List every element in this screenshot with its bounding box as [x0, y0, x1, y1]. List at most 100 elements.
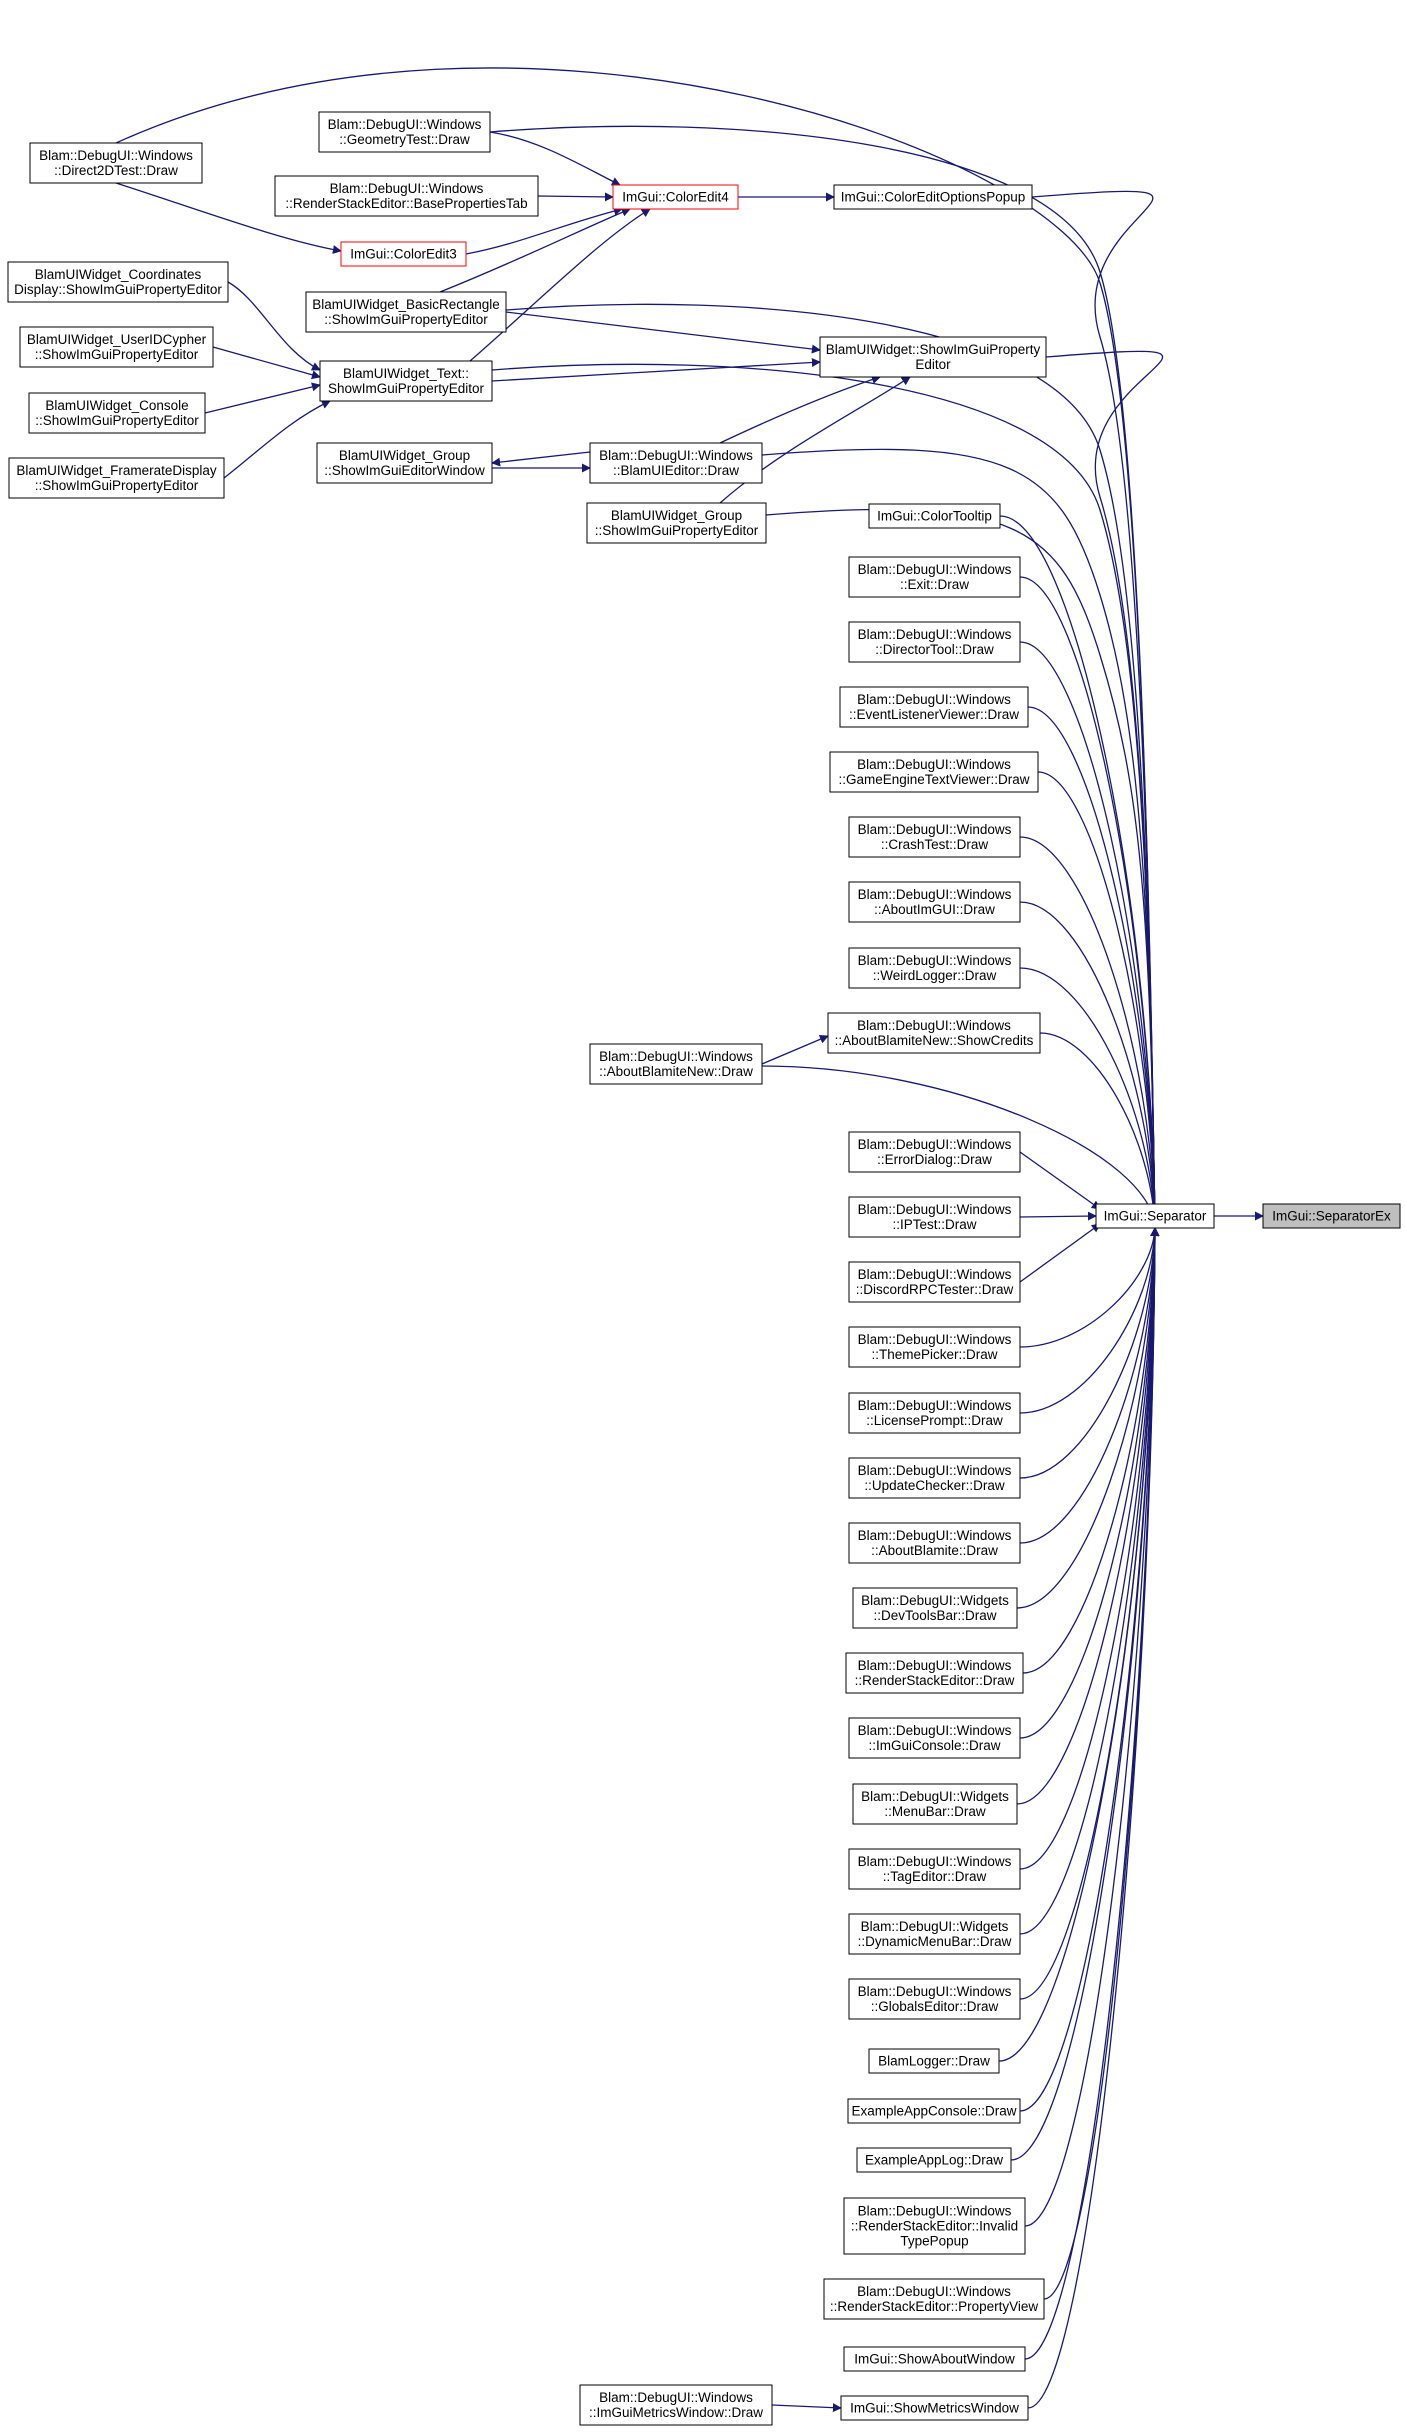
node-box[interactable]: [845, 1652, 1024, 1694]
node-propertyview[interactable]: Blam::DebugUI::Windows::RenderStackEdito…: [823, 2278, 1045, 2320]
node-eventlistener[interactable]: Blam::DebugUI::Windows::EventListenerVie…: [839, 686, 1029, 728]
node-aboutimgui[interactable]: Blam::DebugUI::Windows::AboutImGUI::Draw: [848, 881, 1021, 923]
node-console[interactable]: BlamUIWidget_Console::ShowImGuiPropertyE…: [28, 392, 206, 434]
node-weirdlogger[interactable]: Blam::DebugUI::Windows::WeirdLogger::Dra…: [848, 947, 1021, 989]
node-exlog[interactable]: ExampleAppLog::Draw: [856, 2147, 1012, 2173]
node-discord[interactable]: Blam::DebugUI::Windows::DiscordRPCTester…: [848, 1261, 1021, 1303]
node-box[interactable]: [848, 881, 1021, 923]
node-direct2d[interactable]: Blam::DebugUI::Windows::Direct2DTest::Dr…: [29, 142, 203, 184]
node-box[interactable]: [829, 751, 1039, 793]
node-box[interactable]: [318, 111, 491, 153]
node-box[interactable]: [848, 1522, 1021, 1564]
node-box[interactable]: [612, 184, 739, 210]
node-box[interactable]: [848, 1131, 1021, 1173]
node-devtools[interactable]: Blam::DebugUI::Widgets::DevToolsBar::Dra…: [852, 1587, 1018, 1629]
node-blamlogger[interactable]: BlamLogger::Draw: [868, 2048, 1000, 2074]
node-box[interactable]: [868, 503, 1001, 529]
node-framerate[interactable]: BlamUIWidget_FramerateDisplay::ShowImGui…: [8, 457, 225, 499]
node-rsedraw[interactable]: Blam::DebugUI::Windows::RenderStackEdito…: [845, 1652, 1024, 1694]
node-box[interactable]: [848, 1913, 1021, 1955]
node-text[interactable]: BlamUIWidget_Text::ShowImGuiPropertyEdit…: [319, 360, 493, 402]
node-box[interactable]: [586, 502, 767, 544]
node-box[interactable]: [856, 2147, 1012, 2173]
node-metricswindow[interactable]: ImGui::ShowMetricsWindow: [840, 2395, 1029, 2421]
node-colortooltip[interactable]: ImGui::ColorTooltip: [868, 503, 1001, 529]
node-box[interactable]: [839, 686, 1029, 728]
node-box[interactable]: [589, 1043, 763, 1085]
node-box[interactable]: [833, 184, 1033, 210]
node-box[interactable]: [29, 142, 203, 184]
node-coords[interactable]: BlamUIWidget_CoordinatesDisplay::ShowImG…: [7, 261, 229, 303]
node-box[interactable]: [848, 1326, 1021, 1368]
node-box[interactable]: [852, 1783, 1018, 1825]
node-exit[interactable]: Blam::DebugUI::Windows::Exit::Draw: [848, 556, 1021, 598]
node-invalidtype[interactable]: Blam::DebugUI::Windows::RenderStackEdito…: [843, 2197, 1026, 2255]
node-box[interactable]: [848, 1848, 1021, 1890]
node-iptest[interactable]: Blam::DebugUI::Windows::IPTest::Draw: [848, 1196, 1021, 1238]
node-globals[interactable]: Blam::DebugUI::Windows::GlobalsEditor::D…: [848, 1978, 1021, 2020]
node-box[interactable]: [848, 1261, 1021, 1303]
node-box[interactable]: [848, 816, 1021, 858]
node-showprop[interactable]: BlamUIWidget::ShowImGuiPropertyEditor: [819, 336, 1047, 378]
node-box[interactable]: [848, 556, 1021, 598]
node-box[interactable]: [7, 261, 229, 303]
node-imguiconsole[interactable]: Blam::DebugUI::Windows::ImGuiConsole::Dr…: [848, 1717, 1021, 1759]
node-errordialog[interactable]: Blam::DebugUI::Windows::ErrorDialog::Dra…: [848, 1131, 1021, 1173]
node-box[interactable]: [852, 1587, 1018, 1629]
node-box[interactable]: [8, 457, 225, 499]
node-box[interactable]: [19, 326, 214, 368]
node-box[interactable]: [1095, 1203, 1215, 1229]
node-basicrect[interactable]: BlamUIWidget_BasicRectangle::ShowImGuiPr…: [305, 291, 507, 333]
node-baseprops[interactable]: Blam::DebugUI::Windows::RenderStackEdito…: [274, 175, 539, 217]
node-box[interactable]: [868, 2048, 1000, 2074]
node-uieditor[interactable]: Blam::DebugUI::Windows::BlamUIEditor::Dr…: [589, 442, 763, 484]
node-box[interactable]: [28, 392, 206, 434]
node-crashtest[interactable]: Blam::DebugUI::Windows::CrashTest::Draw: [848, 816, 1021, 858]
node-geometry[interactable]: Blam::DebugUI::Windows::GeometryTest::Dr…: [318, 111, 491, 153]
node-box[interactable]: [316, 442, 493, 484]
node-groupprop[interactable]: BlamUIWidget_Group::ShowImGuiPropertyEdi…: [586, 502, 767, 544]
node-groupwin[interactable]: BlamUIWidget_Group::ShowImGuiEditorWindo…: [316, 442, 493, 484]
node-aboutwindow[interactable]: ImGui::ShowAboutWindow: [843, 2346, 1026, 2372]
node-exconsole[interactable]: ExampleAppConsole::Draw: [847, 2098, 1021, 2124]
node-gameengine[interactable]: Blam::DebugUI::Windows::GameEngineTextVi…: [829, 751, 1039, 793]
node-dynmenubar[interactable]: Blam::DebugUI::Widgets::DynamicMenuBar::…: [848, 1913, 1021, 1955]
node-coloredit3[interactable]: ImGui::ColorEdit3: [340, 241, 467, 267]
node-box[interactable]: [848, 1457, 1021, 1499]
node-box[interactable]: [305, 291, 507, 333]
node-director[interactable]: Blam::DebugUI::Windows::DirectorTool::Dr…: [848, 621, 1021, 663]
node-useridcypher[interactable]: BlamUIWidget_UserIDCypher::ShowImGuiProp…: [19, 326, 214, 368]
node-box[interactable]: [340, 241, 467, 267]
node-box[interactable]: [848, 1392, 1021, 1434]
node-coloredit4[interactable]: ImGui::ColorEdit4: [612, 184, 739, 210]
node-aboutnew[interactable]: Blam::DebugUI::Windows::AboutBlamiteNew:…: [589, 1043, 763, 1085]
node-box[interactable]: [274, 175, 539, 217]
node-metricsdraw[interactable]: Blam::DebugUI::Windows::ImGuiMetricsWind…: [579, 2384, 773, 2426]
node-box[interactable]: [823, 2278, 1045, 2320]
node-box[interactable]: [579, 2384, 773, 2426]
node-license[interactable]: Blam::DebugUI::Windows::LicensePrompt::D…: [848, 1392, 1021, 1434]
node-separatorex[interactable]: ImGui::SeparatorEx: [1262, 1203, 1401, 1229]
node-box[interactable]: [848, 947, 1021, 989]
node-box[interactable]: [847, 2098, 1021, 2124]
node-showcredits[interactable]: Blam::DebugUI::Windows::AboutBlamiteNew:…: [827, 1012, 1041, 1054]
node-box[interactable]: [1262, 1203, 1401, 1229]
node-menubar[interactable]: Blam::DebugUI::Widgets::MenuBar::Draw: [852, 1783, 1018, 1825]
node-box[interactable]: [840, 2395, 1029, 2421]
node-box[interactable]: [319, 360, 493, 402]
node-box[interactable]: [827, 1012, 1041, 1054]
node-box[interactable]: [848, 621, 1021, 663]
node-aboutblamite[interactable]: Blam::DebugUI::Windows::AboutBlamite::Dr…: [848, 1522, 1021, 1564]
node-box[interactable]: [819, 336, 1047, 378]
node-separator[interactable]: ImGui::Separator: [1095, 1203, 1215, 1229]
node-box[interactable]: [848, 1196, 1021, 1238]
node-box[interactable]: [848, 1978, 1021, 2020]
node-box[interactable]: [589, 442, 763, 484]
node-themepicker[interactable]: Blam::DebugUI::Windows::ThemePicker::Dra…: [848, 1326, 1021, 1368]
node-tageditor[interactable]: Blam::DebugUI::Windows::TagEditor::Draw: [848, 1848, 1021, 1890]
node-updatechecker[interactable]: Blam::DebugUI::Windows::UpdateChecker::D…: [848, 1457, 1021, 1499]
node-box[interactable]: [848, 1717, 1021, 1759]
node-box[interactable]: [843, 2197, 1026, 2255]
node-box[interactable]: [843, 2346, 1026, 2372]
node-coloreditopts[interactable]: ImGui::ColorEditOptionsPopup: [833, 184, 1033, 210]
